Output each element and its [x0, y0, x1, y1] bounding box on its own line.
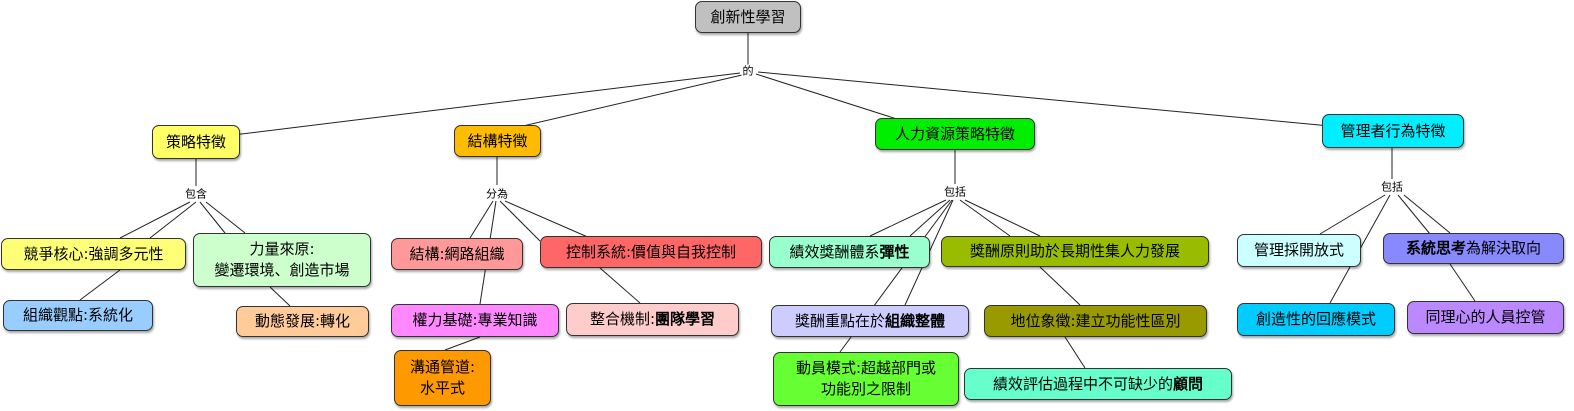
connector-label-strategy: 包含	[184, 187, 208, 201]
node-integration-mechanism-text: 整合機制:	[589, 310, 656, 328]
node-mobilization-mode: 動員模式:超越部門或功能別之限制	[773, 352, 959, 406]
node-empathetic-control: 同理心的人員控管	[1407, 301, 1564, 334]
node-power-source-line1: 力量來原:	[249, 240, 315, 258]
node-org-perspective-text: 組織觀點:系統化	[22, 306, 134, 324]
node-creative-response: 創造性的回應模式	[1237, 303, 1395, 336]
node-structure-network: 結構:網路組織	[391, 238, 523, 270]
node-power-source: 力量來原: 變遷環境、創造市場	[193, 233, 371, 287]
root-node: 創新性學習	[695, 1, 801, 33]
node-mobilization-mode-line2: 功能別之限制	[820, 380, 911, 398]
category-structure-label: 結構特徵	[467, 131, 528, 150]
category-manager-label: 管理者行為特徵	[1340, 121, 1446, 140]
node-integration-mechanism: 整合機制:團隊學習	[566, 303, 739, 336]
node-communication-channel-line2: 水平式	[419, 379, 465, 397]
node-control-system-text: 控制系統:價值與自我控制	[565, 242, 737, 261]
node-reward-focus-text: 獎酬重點在於	[794, 311, 885, 330]
node-structure-network-text: 結構:網路組織	[409, 244, 505, 263]
node-org-perspective: 組織觀點:系統化	[3, 300, 153, 331]
node-systems-thinking-bold: 系統思考	[1405, 239, 1466, 257]
node-dynamic-development: 動態發展:轉化	[236, 306, 369, 337]
node-open-management: 管理採開放式	[1237, 234, 1361, 267]
node-reward-flexibility-text: 績效獎酬體系	[789, 242, 880, 261]
node-reward-flexibility: 績效獎酬體系彈性	[769, 236, 930, 268]
node-reward-focus: 獎酬重點在於組織整體	[771, 305, 969, 337]
category-hr: 人力資源策略特徵	[875, 118, 1035, 150]
node-status-symbol: 地位象徵:建立功能性區別	[984, 305, 1207, 337]
node-power-basis-text: 權力基礎:專業知識	[412, 311, 538, 329]
node-dynamic-development-text: 動態發展:轉化	[254, 312, 351, 330]
node-competitive-core-text: 競爭核心:強調多元性	[23, 244, 164, 263]
node-performance-advisor: 績效評估過程中不可缺少的顧問	[964, 368, 1232, 400]
node-systems-thinking: 系統思考為解決取向	[1383, 233, 1564, 264]
node-reward-focus-bold: 組織整體	[885, 311, 946, 330]
node-integration-mechanism-bold: 團隊學習	[655, 310, 716, 328]
node-reward-principle: 獎酬原則助於長期性集人力發展	[941, 236, 1209, 267]
node-mobilization-mode-line1: 動員模式:超越部門或	[795, 359, 937, 377]
node-power-basis: 權力基礎:專業知識	[391, 304, 559, 337]
category-hr-label: 人力資源策略特徵	[894, 124, 1015, 143]
connector-label-structure: 分為	[485, 187, 509, 201]
node-performance-advisor-text: 績效評估過程中不可缺少的	[992, 374, 1173, 393]
node-power-source-line2: 變遷環境、創造市場	[214, 261, 350, 279]
connector-label-root: 的	[741, 64, 755, 78]
node-communication-channel: 溝通管道: 水平式	[394, 350, 491, 406]
node-empathetic-control-text: 同理心的人員控管	[1425, 308, 1546, 326]
category-structure: 結構特徵	[454, 125, 541, 157]
connector-label-hr: 包括	[943, 185, 967, 199]
node-systems-thinking-text: 為解決取向	[1466, 239, 1542, 257]
node-status-symbol-text: 地位象徵:建立功能性區別	[1010, 311, 1181, 330]
connector-label-manager: 包括	[1380, 180, 1404, 194]
node-open-management-text: 管理採開放式	[1253, 241, 1344, 259]
node-communication-channel-line1: 溝通管道:	[409, 358, 476, 376]
node-competitive-core: 競爭核心:強調多元性	[1, 238, 186, 270]
node-control-system: 控制系統:價值與自我控制	[540, 236, 762, 268]
node-reward-principle-text: 獎酬原則助於長期性集人力發展	[969, 242, 1180, 260]
category-strategy-label: 策略特徵	[165, 132, 226, 151]
node-reward-flexibility-bold: 彈性	[879, 242, 910, 261]
node-performance-advisor-bold: 顧問	[1173, 374, 1204, 393]
category-manager: 管理者行為特徵	[1322, 114, 1464, 148]
root-node-label: 創新性學習	[710, 7, 786, 26]
category-strategy: 策略特徵	[152, 125, 240, 159]
node-creative-response-text: 創造性的回應模式	[1255, 310, 1376, 328]
